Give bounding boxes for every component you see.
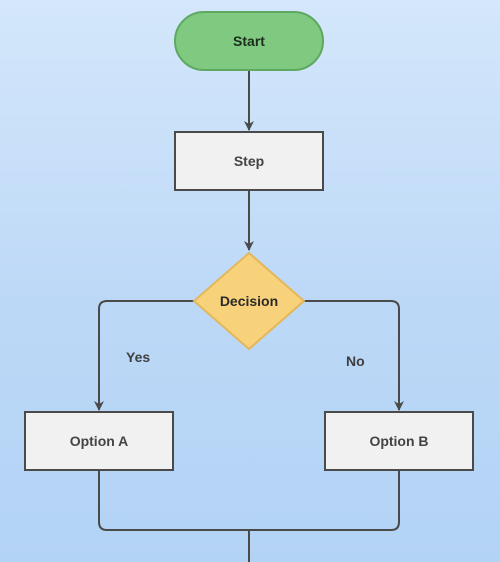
option-a-node: Option A <box>24 411 174 471</box>
connector-option-a-merge <box>98 471 249 531</box>
decision-diamond <box>192 251 306 351</box>
connector-decision-to-option-a <box>94 300 194 411</box>
start-node: Start <box>174 11 324 71</box>
option-b-node: Option B <box>324 411 474 471</box>
option-a-node-label: Option A <box>69 433 129 449</box>
connector-option-b-merge <box>249 471 400 531</box>
connector-decision-to-option-b <box>304 300 404 411</box>
yes-edge-label: Yes <box>126 349 151 365</box>
step-node: Step <box>174 131 324 191</box>
step-node-label: Step <box>233 153 265 169</box>
decision-node-label: Decision <box>219 293 279 309</box>
option-b-node-label: Option B <box>369 433 429 449</box>
no-edge-label: No <box>346 353 365 369</box>
start-node-label: Start <box>233 33 265 49</box>
